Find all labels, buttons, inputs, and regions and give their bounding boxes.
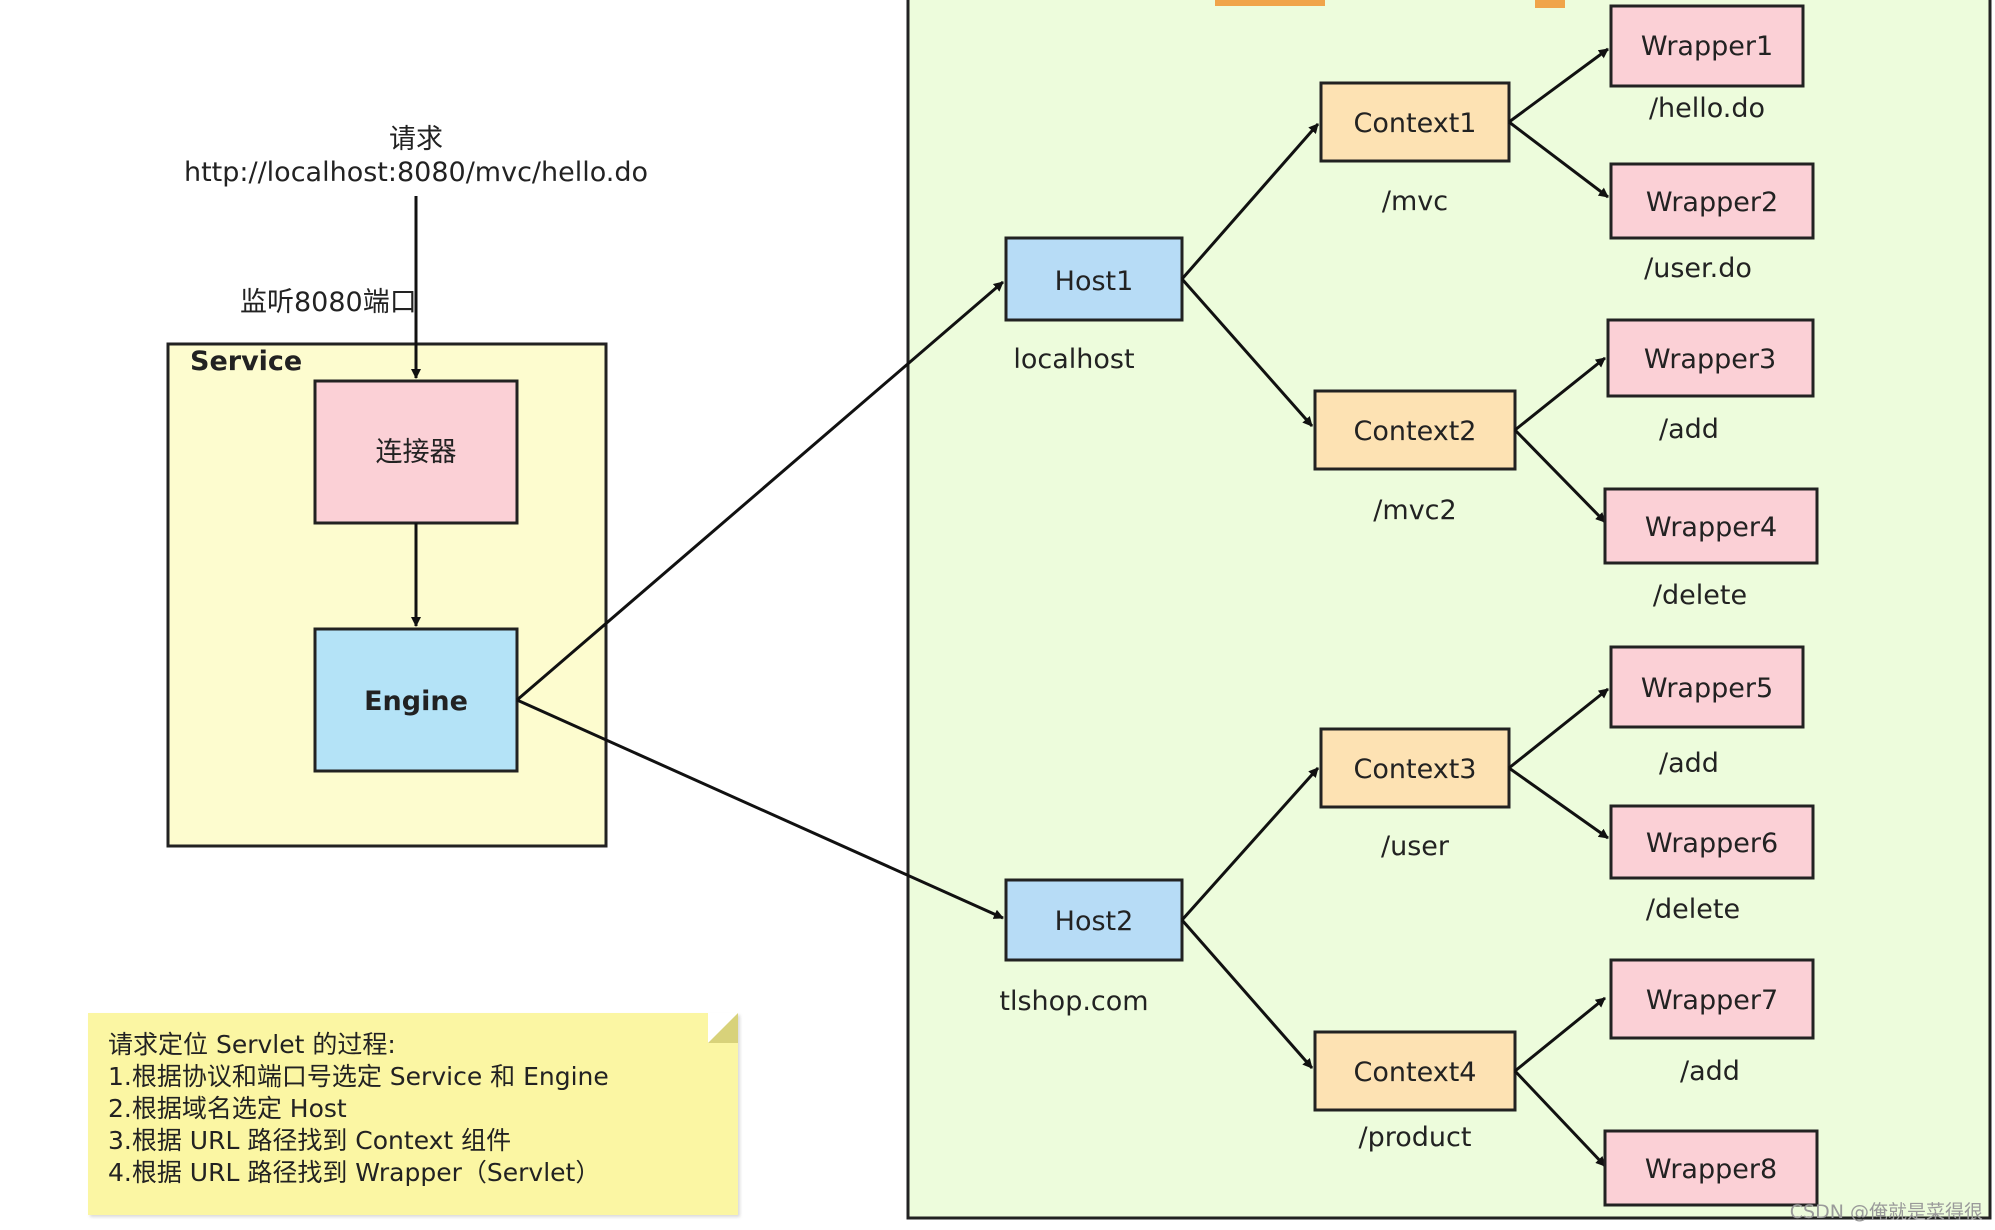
context-label: Context3 — [1354, 754, 1477, 785]
host-node-2: Host2 tlshop.com — [999, 878, 1184, 1017]
context-path: /user — [1381, 831, 1450, 862]
context-path: /product — [1359, 1122, 1472, 1153]
wrapper-node-3: Wrapper3 /add — [1606, 318, 1815, 445]
engine-to-host1-arrow — [516, 280, 1004, 702]
wrapper-node-7: Wrapper7 /add — [1609, 958, 1815, 1087]
host1-to-context2-arrow — [1180, 278, 1314, 427]
wrapper-label: Wrapper8 — [1645, 1154, 1777, 1185]
wrapper-node-1: Wrapper1 /hello.do — [1609, 4, 1805, 124]
context3-to-wrapper6-arrow — [1508, 766, 1609, 840]
context2-to-wrapper3-arrow — [1514, 356, 1606, 432]
service-label: Service — [190, 346, 302, 377]
context-node-2: Context2 /mvc2 — [1313, 389, 1517, 526]
note-fold-corner — [708, 1013, 738, 1043]
host2-to-context3-arrow — [1180, 766, 1320, 922]
host-label: Host2 — [1055, 906, 1134, 937]
context-path: /mvc2 — [1373, 495, 1456, 526]
wrapper-path: /add — [1680, 1056, 1740, 1087]
wrapper-label: Wrapper1 — [1641, 31, 1773, 62]
wrapper-path: /add — [1659, 414, 1719, 445]
engine-to-host2-arrow — [516, 698, 1004, 920]
context-path: /mvc — [1382, 186, 1448, 217]
note-line: 2.根据域名选定 Host — [108, 1094, 347, 1123]
engine-label: Engine — [364, 686, 468, 717]
wrapper-node-4: Wrapper4 /delete — [1603, 487, 1819, 611]
wrapper-path: /hello.do — [1649, 93, 1765, 124]
context-node-1: Context1 /mvc — [1319, 81, 1511, 217]
wrapper-label: Wrapper4 — [1645, 512, 1777, 543]
process-note: 请求定位 Servlet 的过程: 1.根据协议和端口号选定 Service 和… — [88, 1013, 738, 1215]
context1-to-wrapper2-arrow — [1508, 120, 1609, 199]
wrapper-label: Wrapper3 — [1644, 344, 1776, 375]
listen-port-label: 监听8080端口 — [240, 287, 417, 318]
wrapper-path: /user.do — [1644, 253, 1752, 284]
wrapper-node-8: Wrapper8 — [1603, 1129, 1819, 1207]
context4-to-wrapper7-arrow — [1514, 996, 1606, 1073]
note-line: 3.根据 URL 路径找到 Context 组件 — [108, 1126, 512, 1155]
host1-to-context1-arrow — [1180, 123, 1320, 280]
context4-to-wrapper8-arrow — [1513, 1069, 1607, 1168]
watermark: CSDN @俺就是菜得很 — [1789, 1201, 1983, 1223]
wrapper-path: /delete — [1653, 580, 1747, 611]
wrapper-path: /add — [1659, 748, 1719, 779]
context-node-3: Context3 /user — [1319, 727, 1511, 862]
panel-title-fragment — [1535, 0, 1565, 8]
context3-to-wrapper5-arrow — [1508, 687, 1609, 770]
host-label: Host1 — [1055, 266, 1134, 297]
note-line: 4.根据 URL 路径找到 Wrapper（Servlet） — [108, 1158, 601, 1187]
request-url: http://localhost:8080/mvc/hello.do — [184, 157, 648, 188]
note-line: 1.根据协议和端口号选定 Service 和 Engine — [108, 1062, 609, 1091]
context1-to-wrapper1-arrow — [1508, 47, 1609, 124]
panel-title-fragment — [1215, 0, 1325, 6]
wrapper-label: Wrapper7 — [1646, 985, 1778, 1016]
context-label: Context1 — [1354, 108, 1477, 139]
host-node-1: Host1 localhost — [1004, 236, 1184, 375]
connector-label: 连接器 — [376, 437, 457, 468]
host-domain: tlshop.com — [999, 986, 1148, 1017]
context-node-4: Context4 /product — [1313, 1030, 1517, 1153]
context-label: Context4 — [1354, 1057, 1477, 1088]
note-lines: 请求定位 Servlet 的过程: 1.根据协议和端口号选定 Service 和… — [108, 1029, 609, 1189]
context2-to-wrapper4-arrow — [1513, 428, 1607, 524]
wrapper-path: /delete — [1646, 894, 1740, 925]
note-line: 请求定位 Servlet 的过程: — [108, 1030, 396, 1059]
wrapper-node-5: Wrapper5 /add — [1609, 645, 1805, 779]
host2-to-context4-arrow — [1180, 919, 1314, 1069]
wrapper-label: Wrapper6 — [1646, 828, 1778, 859]
wrapper-label: Wrapper2 — [1646, 187, 1778, 218]
connector-box — [313, 379, 519, 525]
host-domain: localhost — [1013, 344, 1134, 375]
wrapper-node-6: Wrapper6 /delete — [1609, 804, 1815, 925]
wrapper-node-2: Wrapper2 /user.do — [1609, 162, 1815, 284]
wrapper-label: Wrapper5 — [1641, 673, 1773, 704]
request-title: 请求 — [389, 124, 443, 155]
context-label: Context2 — [1354, 416, 1477, 447]
